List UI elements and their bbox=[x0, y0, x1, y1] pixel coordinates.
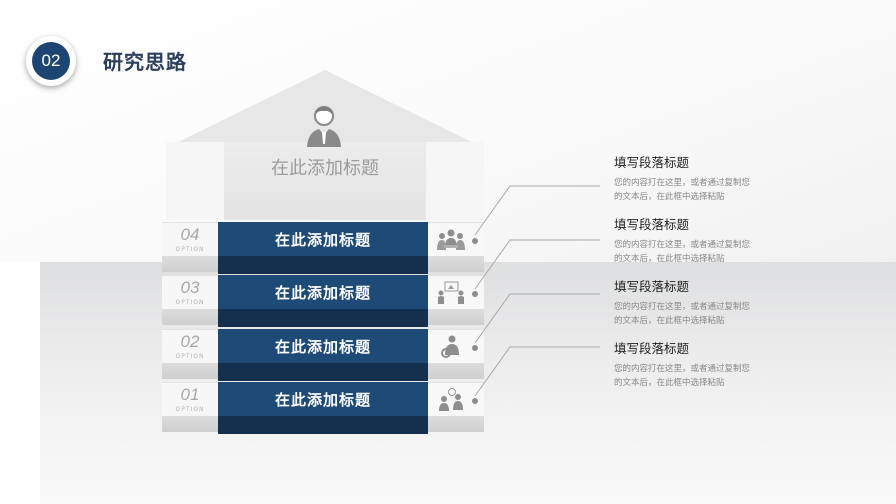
block-body-line2: 的文本后，在此框中选择粘贴 bbox=[614, 378, 725, 388]
block-body-line1: 您的内容打在这里，或者通过复制您 bbox=[614, 364, 751, 374]
tier-front-underside bbox=[218, 256, 428, 274]
tier-option-label: OPTION bbox=[175, 353, 205, 360]
block-body-line1: 您的内容打在这里，或者通过复制您 bbox=[614, 302, 751, 312]
tier-option-label: OPTION bbox=[175, 406, 205, 413]
block-heading: 填写段落标题 bbox=[614, 217, 690, 232]
tier-front-face bbox=[218, 222, 428, 256]
tier-left-underside bbox=[162, 416, 218, 432]
tier-title: 在此添加标题 bbox=[274, 391, 371, 409]
connector-dot bbox=[472, 238, 478, 244]
tier-right-underside bbox=[428, 256, 484, 272]
tier-number: 03 bbox=[180, 278, 200, 297]
tier-title: 在此添加标题 bbox=[274, 338, 371, 356]
person-gear-icon bbox=[441, 335, 459, 358]
connector-dot bbox=[472, 345, 478, 351]
tier-left-face bbox=[162, 382, 218, 417]
tier-right-underside bbox=[428, 416, 484, 432]
connector-dot bbox=[472, 398, 478, 404]
tier-04[interactable]: 04 OPTION 在此添加标题 bbox=[162, 222, 484, 274]
text-block-2: 填写段落标题 您的内容打在这里，或者通过复制您 的文本后，在此框中选择粘贴 bbox=[614, 214, 794, 266]
tier-01[interactable]: 01 OPTION 在此添加标题 bbox=[162, 382, 484, 434]
house-title: 在此添加标题 bbox=[271, 158, 379, 179]
tier-left-underside bbox=[162, 256, 218, 272]
block-heading: 填写段落标题 bbox=[614, 155, 690, 170]
page-title: 研究思路 bbox=[103, 50, 187, 74]
tier-option-label: OPTION bbox=[175, 246, 205, 253]
tier-title: 在此添加标题 bbox=[274, 284, 371, 302]
tier-number: 04 bbox=[180, 225, 200, 244]
tier-left-face bbox=[162, 275, 218, 310]
tier-front-underside bbox=[218, 416, 428, 434]
tier-03[interactable]: 03 OPTION 在此添加标题 bbox=[162, 275, 484, 327]
tier-front-face bbox=[218, 329, 428, 363]
tier-option-label: OPTION bbox=[175, 299, 205, 306]
block-body-line1: 您的内容打在这里，或者通过复制您 bbox=[614, 240, 751, 250]
block-body-line2: 的文本后，在此框中选择粘贴 bbox=[614, 192, 725, 202]
tier-left-face bbox=[162, 329, 218, 364]
tier-front-underside bbox=[218, 309, 428, 327]
tier-number: 01 bbox=[180, 385, 200, 404]
block-body-line1: 您的内容打在这里，或者通过复制您 bbox=[614, 178, 751, 188]
presentation-icon bbox=[438, 281, 464, 304]
text-block-4: 填写段落标题 您的内容打在这里，或者通过复制您 的文本后，在此框中选择粘贴 bbox=[614, 338, 794, 390]
tier-left-underside bbox=[162, 363, 218, 379]
text-block-3: 填写段落标题 您的内容打在这里，或者通过复制您 的文本后，在此框中选择粘贴 bbox=[614, 276, 794, 328]
tier-number: 02 bbox=[180, 332, 200, 351]
tier-title: 在此添加标题 bbox=[274, 231, 371, 249]
tier-02[interactable]: 02 OPTION 在此添加标题 bbox=[162, 329, 484, 381]
block-heading: 填写段落标题 bbox=[614, 341, 690, 356]
connector-dot bbox=[472, 291, 478, 297]
block-body-line2: 的文本后，在此框中选择粘贴 bbox=[614, 316, 725, 326]
block-body-line2: 的文本后，在此框中选择粘贴 bbox=[614, 254, 725, 264]
section-badge: 02 bbox=[26, 36, 76, 86]
tier-left-underside bbox=[162, 309, 218, 325]
section-number: 02 bbox=[32, 42, 70, 80]
background-left-strip bbox=[0, 262, 40, 504]
tier-right-underside bbox=[428, 309, 484, 325]
discussion-icon bbox=[439, 388, 463, 411]
block-heading: 填写段落标题 bbox=[614, 279, 690, 294]
tier-front-face bbox=[218, 275, 428, 309]
team-meeting-icon bbox=[437, 229, 465, 250]
person-icon bbox=[307, 106, 341, 147]
tier-front-underside bbox=[218, 363, 428, 381]
tier-front-face bbox=[218, 382, 428, 416]
text-block-1: 填写段落标题 您的内容打在这里，或者通过复制您 的文本后，在此框中选择粘贴 bbox=[614, 152, 794, 204]
tier-right-underside bbox=[428, 363, 484, 379]
tier-left-face bbox=[162, 222, 218, 257]
house-pillar-right bbox=[426, 142, 484, 220]
house-pillar-left bbox=[166, 142, 224, 220]
